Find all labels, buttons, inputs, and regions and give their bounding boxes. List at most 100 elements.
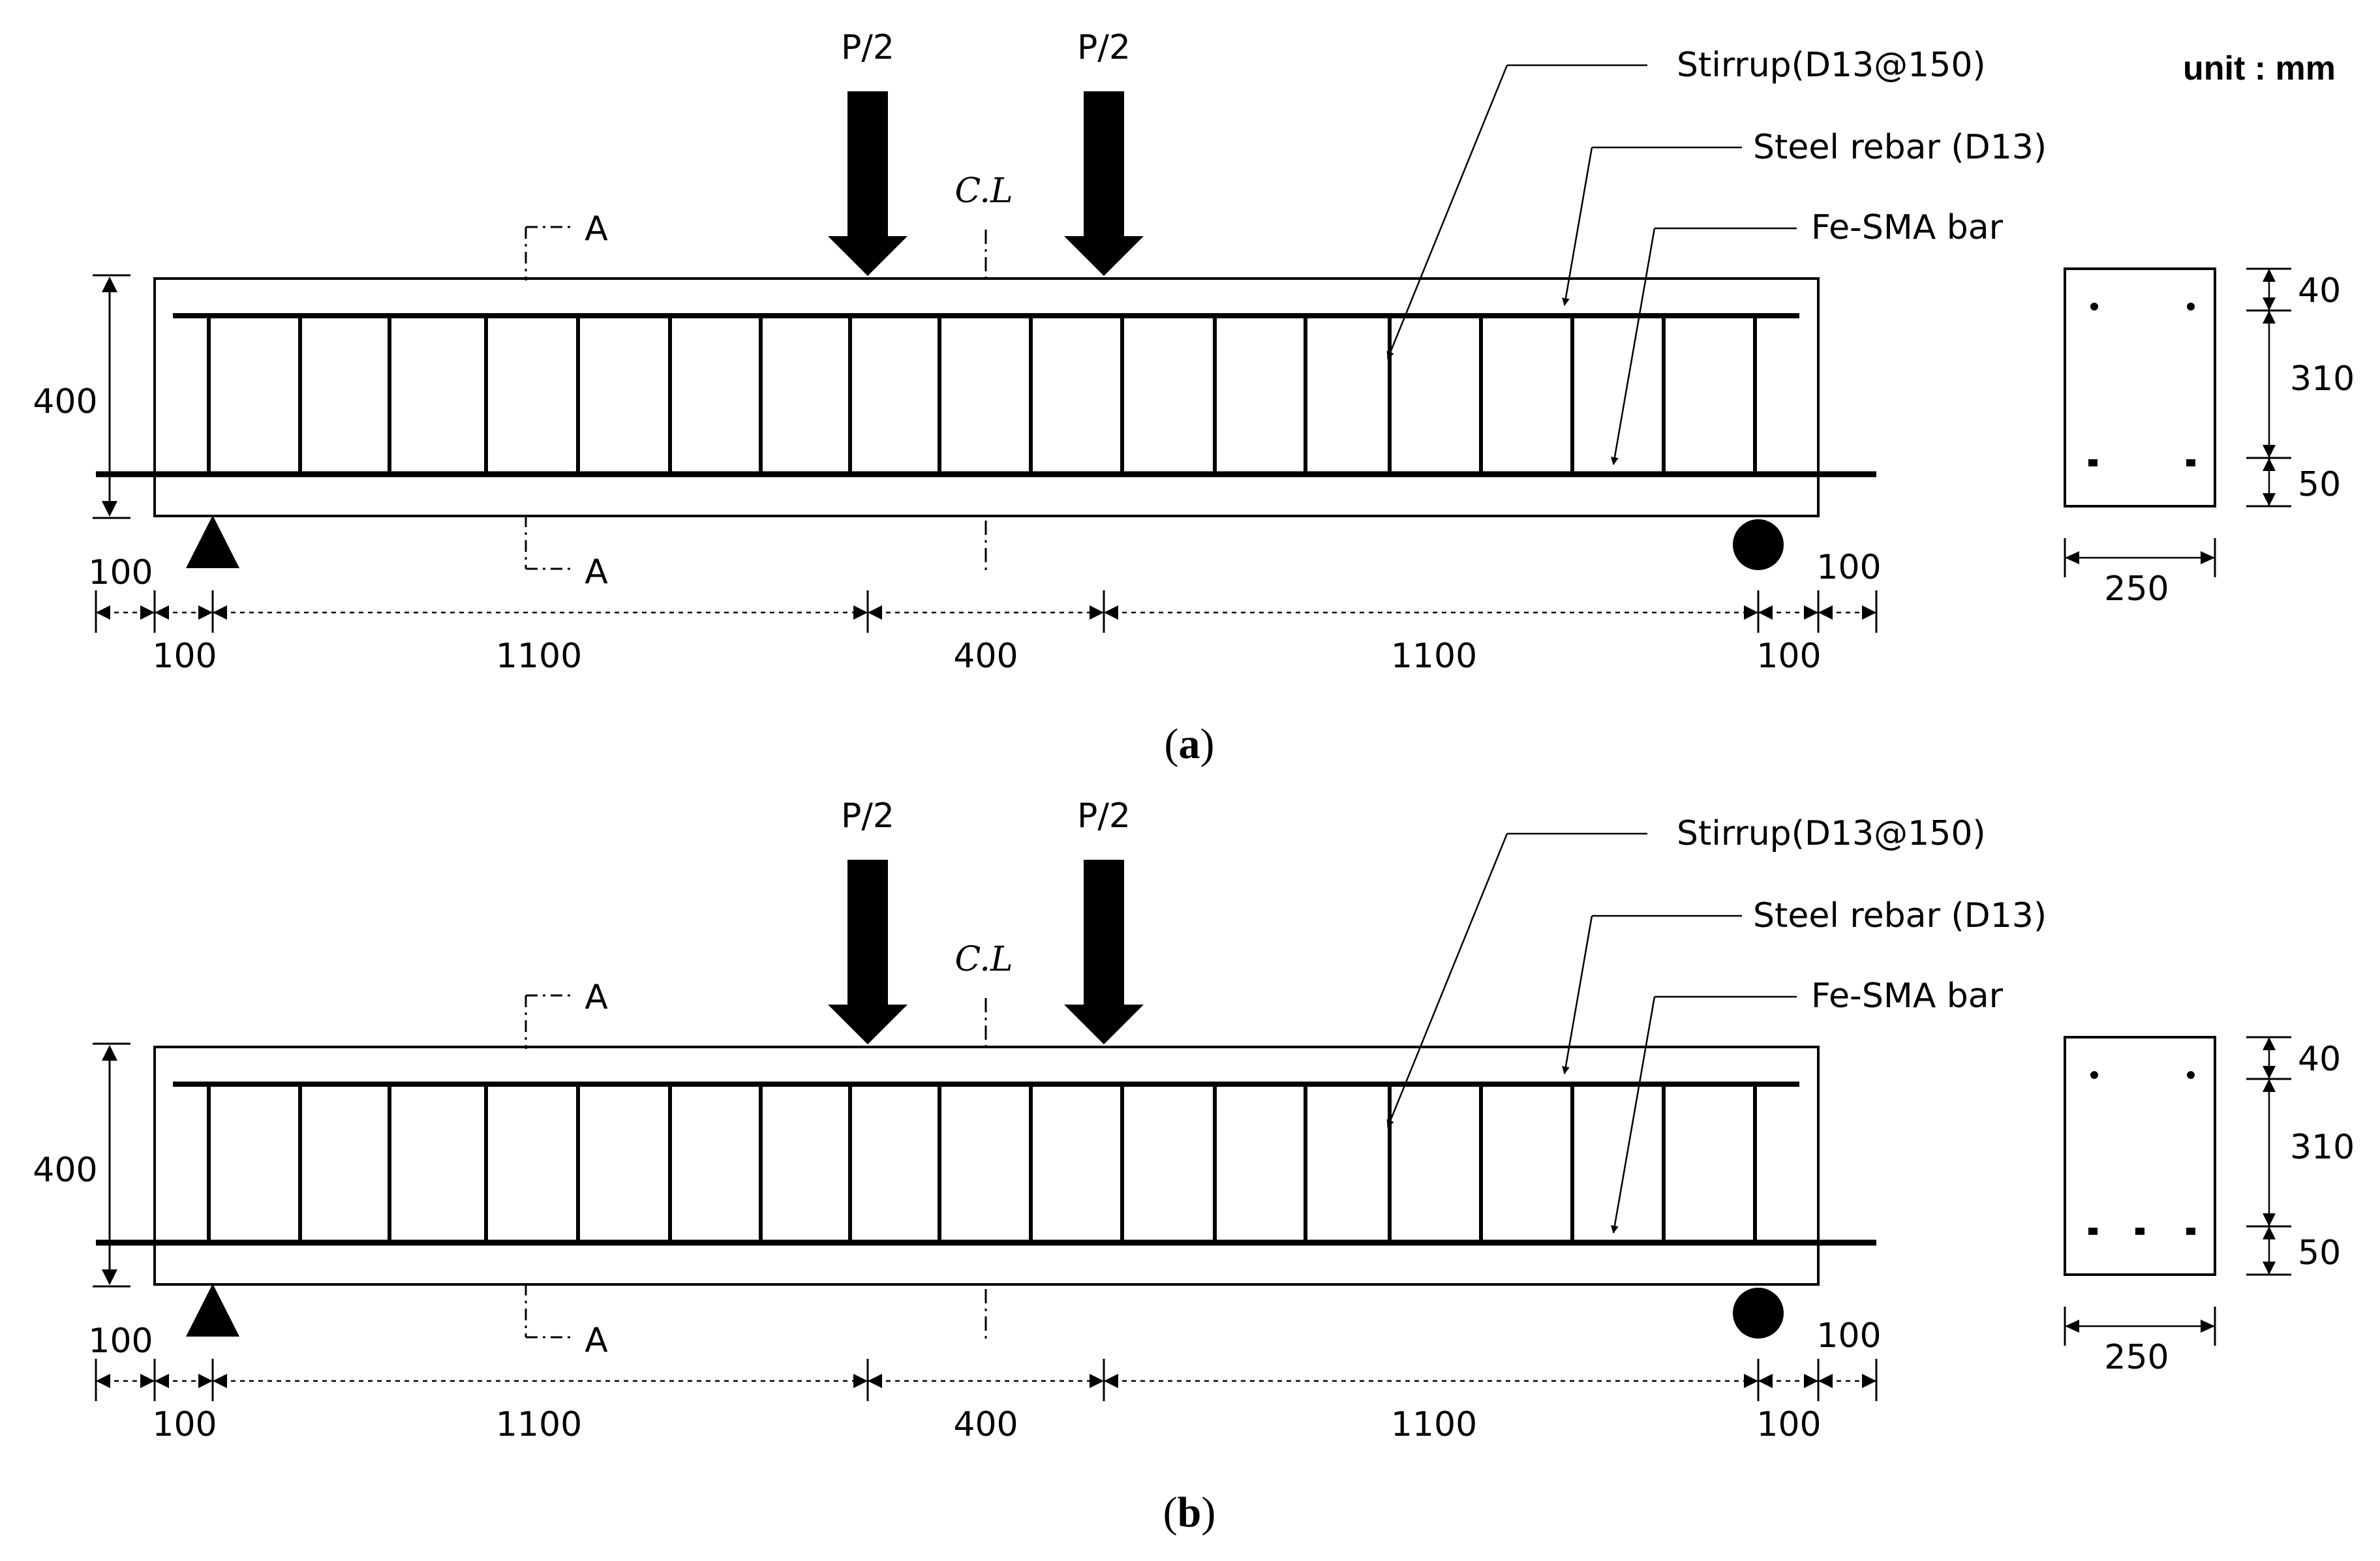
load-arrow-head: [828, 236, 908, 276]
arrow-head: [2263, 297, 2276, 311]
pin-support-triangle: [186, 515, 239, 568]
dim-label-span-center: 400: [953, 637, 1018, 676]
section-cut-label-bottom: A: [585, 553, 608, 592]
arrow-head: [2065, 1320, 2079, 1333]
dim-label-span-right: 1100: [1391, 1405, 1477, 1444]
bottom-bar-dot: [2186, 459, 2195, 466]
unit-label: unit : mm: [2183, 50, 2336, 87]
arrow-head: [868, 1374, 882, 1388]
dim-span-right: [1104, 1374, 1758, 1388]
arrow-head: [2065, 551, 2079, 564]
stirrup-callout-leader: [1386, 833, 1508, 1128]
arrow-head: [2263, 1079, 2276, 1092]
arrow-head: [1804, 1374, 1818, 1388]
caption-open-paren: (: [1165, 720, 1179, 768]
centerline-label: C.L: [955, 172, 1013, 211]
dim-left-outer: [96, 1374, 155, 1388]
section-cut-label-bottom: A: [585, 1321, 608, 1360]
arrow-head: [1818, 1374, 1833, 1388]
dim-label-left-outer: 100: [88, 1322, 153, 1361]
arrow-head: [1104, 1374, 1118, 1388]
arrow-head: [2263, 1213, 2276, 1226]
section-dim-middle: [2263, 1079, 2276, 1226]
arrow-head: [2201, 551, 2215, 564]
arrow-head: [140, 605, 155, 620]
arrow-head: [155, 605, 169, 620]
bottom-bar-dot: [2186, 1228, 2195, 1235]
section-dim-middle: [2263, 311, 2276, 458]
caption-close-paren: ): [1200, 720, 1215, 768]
arrow-head: [1862, 1374, 1876, 1388]
dim-span-left: [213, 1374, 868, 1388]
panel-caption: (a): [1165, 720, 1215, 768]
height-dimension-label: 400: [33, 1151, 97, 1190]
stirrup-callout-leader: [1386, 65, 1508, 359]
stirrup-callout: Stirrup(D13@150): [1677, 814, 1986, 853]
steel-rebar-callout: Steel rebar (D13): [1753, 128, 2047, 167]
dim-left-inner: [155, 605, 213, 620]
arrow-head: [1744, 1374, 1758, 1388]
dim-label-span-left: 1100: [496, 637, 582, 676]
load-arrow-left: [828, 91, 908, 276]
arrow-head: [102, 501, 117, 517]
section-dim-bottom: [2263, 1226, 2276, 1275]
dim-label-span-right: 1100: [1391, 637, 1477, 676]
dim-label-span-left: 1100: [496, 1405, 582, 1444]
roller-support-circle: [1733, 519, 1784, 570]
fe-sma-callout: Fe-SMA bar: [1811, 208, 2004, 247]
arrow-head: [853, 1374, 868, 1388]
arrow-head: [96, 605, 110, 620]
dim-span-center: [868, 605, 1104, 620]
dim-right-outer: [1818, 605, 1876, 620]
top-rebar-dot: [2187, 303, 2195, 311]
section-width-label: 250: [2104, 569, 2169, 609]
arrow-head: [1090, 1374, 1104, 1388]
steel-rebar-callout-leader: [1561, 915, 1593, 1074]
dim-label-span-center: 400: [953, 1405, 1018, 1444]
caption-close-paren: ): [1201, 1489, 1215, 1536]
cross-section-outline: [2064, 1036, 2216, 1276]
dim-left-inner: [155, 1374, 213, 1388]
arrow-head: [2263, 1262, 2276, 1275]
arrow-head: [2263, 493, 2276, 506]
arrow-head: [2263, 1066, 2276, 1079]
fe-sma-callout-leader: [1610, 228, 1656, 465]
load-arrow-shaft: [847, 91, 888, 236]
top-rebar-dot: [2090, 303, 2098, 311]
caption-letter: b: [1178, 1489, 1202, 1536]
arrow-head: [102, 277, 117, 292]
dim-label-left-inner: 100: [152, 637, 217, 676]
arrow-head: [853, 605, 868, 620]
arrow-head: [2263, 458, 2276, 471]
load-arrow-shaft: [847, 860, 888, 1005]
dim-span-center: [868, 1374, 1104, 1388]
dim-label-right-outer: 100: [1816, 1316, 1881, 1356]
load-arrow-head: [1064, 236, 1144, 276]
section-width-label: 250: [2104, 1338, 2169, 1377]
load-arrow-shaft: [1084, 860, 1124, 1005]
section-dim-label-top: 40: [2298, 1040, 2341, 1079]
arrow-head: [868, 605, 882, 620]
bottom-bar-dot: [2135, 1228, 2144, 1235]
arrow-head: [213, 605, 227, 620]
arrow-head: [102, 1269, 117, 1285]
arrow-head: [2263, 311, 2276, 324]
load-label-left: P/2: [841, 796, 894, 836]
section-dim-top: [2263, 269, 2276, 311]
section-dim-label-middle: 310: [2290, 1128, 2355, 1167]
arrow-head: [1090, 605, 1104, 620]
arrow-head: [1758, 605, 1773, 620]
section-dim-bottom: [2263, 458, 2276, 506]
caption-open-paren: (: [1163, 1489, 1178, 1536]
section-dim-top: [2263, 1037, 2276, 1079]
dim-right-inner: [1758, 1374, 1818, 1388]
dim-left-outer: [96, 605, 155, 620]
section-dim-label-middle: 310: [2290, 359, 2355, 399]
arrow-head: [1818, 605, 1833, 620]
load-label-right: P/2: [1077, 796, 1131, 836]
top-rebar-dot: [2187, 1071, 2195, 1079]
section-dim-label-bottom: 50: [2298, 1234, 2341, 1273]
arrow-head: [102, 1045, 117, 1061]
